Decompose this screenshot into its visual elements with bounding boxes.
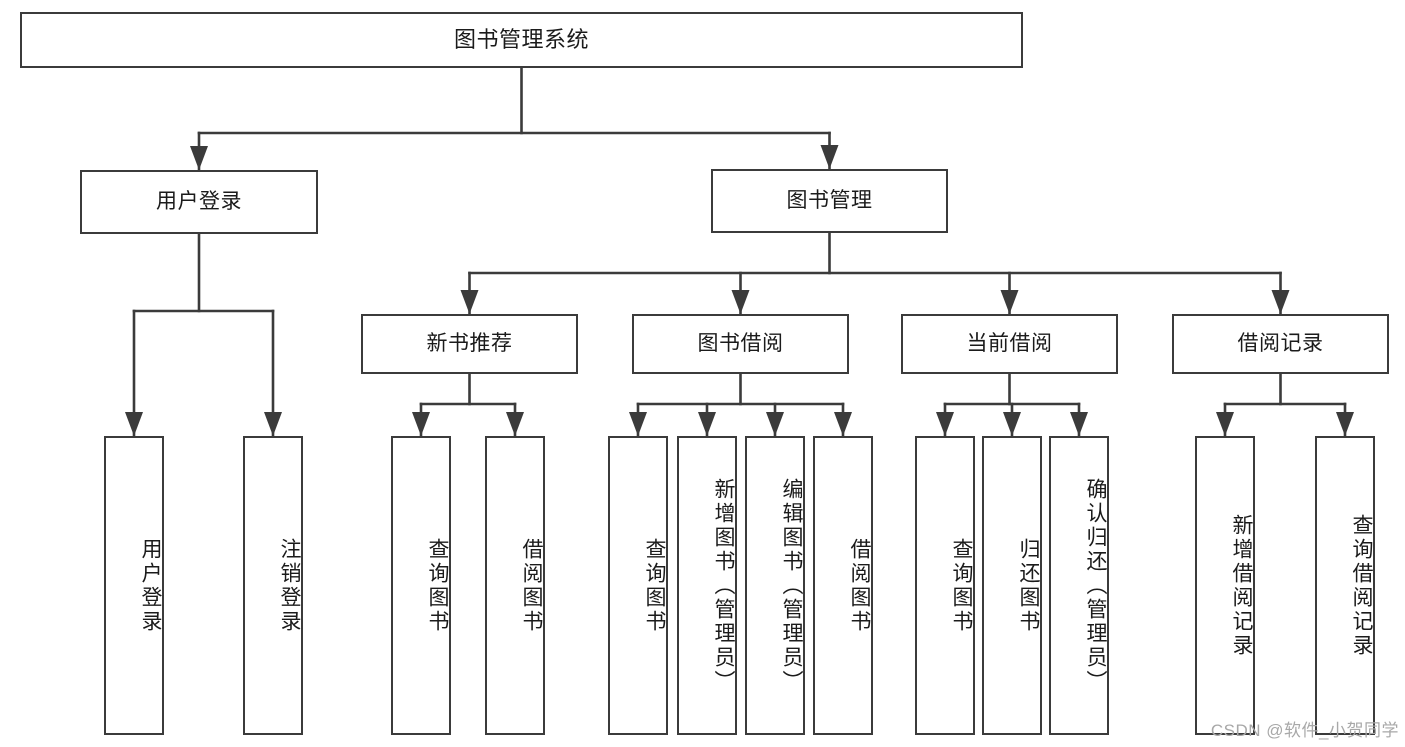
arrow-head-book-borrow: [731, 290, 750, 314]
node-new-book-rec[interactable]: 新书推荐: [361, 314, 578, 374]
node-label: 查询图书: [950, 537, 973, 634]
node-label: 查询借阅记录: [1350, 513, 1373, 658]
arrow-head-leaf-query-book-1: [412, 412, 430, 436]
node-label: 注销登录: [278, 537, 301, 634]
node-leaf-query-book-1[interactable]: 查询图书: [391, 436, 451, 735]
node-label: 确认归还（管理员）: [1084, 477, 1107, 694]
node-current-borrow[interactable]: 当前借阅: [901, 314, 1118, 374]
node-label: 编辑图书（管理员）: [780, 477, 803, 694]
arrow-head-leaf-user-logout: [264, 412, 282, 436]
arrow-head-leaf-borrow-book-2: [834, 412, 852, 436]
node-borrow-record[interactable]: 借阅记录: [1172, 314, 1389, 374]
node-label: 新增借阅记录: [1230, 513, 1253, 658]
arrow-head-book-manage: [820, 145, 839, 169]
node-label: 用户登录: [139, 537, 162, 634]
node-label: 新增图书（管理员）: [712, 477, 735, 694]
arrow-head-new-book-rec: [460, 290, 479, 314]
node-leaf-edit-book[interactable]: 编辑图书（管理员）: [745, 436, 805, 735]
arrow-head-leaf-user-login: [125, 412, 143, 436]
arrow-head-leaf-query-record: [1336, 412, 1354, 436]
node-leaf-add-record[interactable]: 新增借阅记录: [1195, 436, 1255, 735]
node-label: 查询图书: [426, 537, 449, 634]
node-book-borrow[interactable]: 图书借阅: [632, 314, 849, 374]
arrow-head-user-login: [190, 146, 208, 170]
arrow-head-current-borrow: [1000, 290, 1019, 314]
node-leaf-borrow-book-2[interactable]: 借阅图书: [813, 436, 873, 735]
arrow-head-leaf-return-book: [1003, 412, 1021, 436]
node-leaf-query-book-2[interactable]: 查询图书: [608, 436, 668, 735]
node-label: 查询图书: [643, 537, 666, 634]
node-root[interactable]: 图书管理系统: [20, 12, 1023, 68]
arrow-head-leaf-confirm-return: [1070, 412, 1088, 436]
node-leaf-add-book[interactable]: 新增图书（管理员）: [677, 436, 737, 735]
node-label: 新书推荐: [426, 331, 513, 355]
node-label: 借阅记录: [1237, 331, 1324, 355]
node-book-manage[interactable]: 图书管理: [711, 169, 948, 233]
node-leaf-user-login[interactable]: 用户登录: [104, 436, 164, 735]
node-label: 当前借阅: [966, 331, 1053, 355]
arrow-head-borrow-record: [1271, 290, 1290, 314]
node-leaf-return-book[interactable]: 归还图书: [982, 436, 1042, 735]
node-leaf-query-book-3[interactable]: 查询图书: [915, 436, 975, 735]
node-leaf-borrow-book-1[interactable]: 借阅图书: [485, 436, 545, 735]
arrow-head-leaf-borrow-book-1: [506, 412, 524, 436]
node-label: 用户登录: [156, 189, 242, 213]
arrow-head-leaf-add-record: [1216, 412, 1234, 436]
node-user-login[interactable]: 用户登录: [80, 170, 318, 234]
node-label: 借阅图书: [520, 537, 543, 634]
node-label: 图书管理: [786, 188, 873, 212]
node-label: 借阅图书: [848, 537, 871, 634]
node-leaf-user-logout[interactable]: 注销登录: [243, 436, 303, 735]
arrow-head-leaf-add-book: [698, 412, 716, 436]
node-label: 图书管理系统: [453, 27, 589, 53]
arrow-head-leaf-query-book-3: [936, 412, 954, 436]
node-leaf-query-record[interactable]: 查询借阅记录: [1315, 436, 1375, 735]
node-label: 图书借阅: [697, 331, 784, 355]
node-leaf-confirm-return[interactable]: 确认归还（管理员）: [1049, 436, 1109, 735]
node-label: 归还图书: [1017, 537, 1040, 634]
arrow-head-leaf-edit-book: [766, 412, 784, 436]
arrow-head-leaf-query-book-2: [629, 412, 647, 436]
